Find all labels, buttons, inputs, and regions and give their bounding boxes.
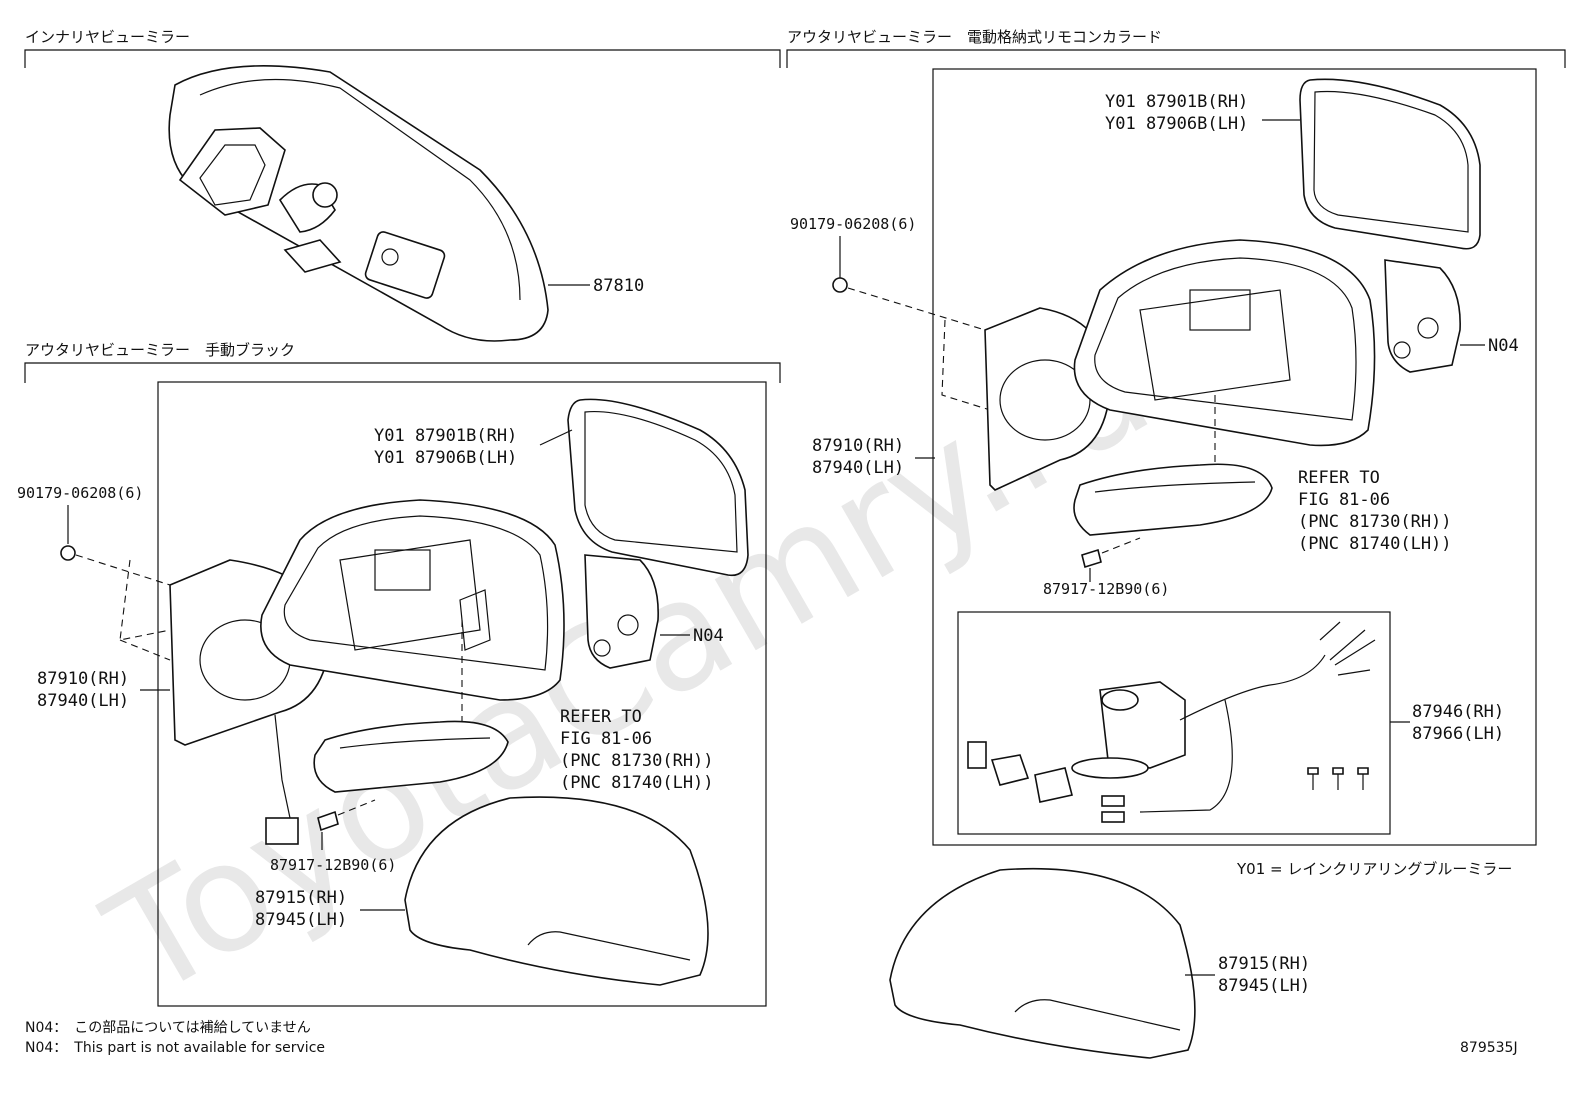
note-n04-jp: N04： この部品については補給していません: [25, 1020, 311, 1036]
manual-mirror-title: アウタリヤビューミラー 手動ブラック: [25, 341, 295, 359]
inner-mirror-bracket-line: [24, 49, 781, 68]
motor-lh-power: 87966(LH): [1412, 724, 1504, 744]
mirror-glass-power: [1299, 78, 1481, 250]
rearview-mirror-drawing: [168, 65, 549, 342]
harness-wire-manual: [274, 714, 291, 819]
refer-line-3-power: (PNC 81730(RH)): [1298, 512, 1452, 532]
motor-rh-power: 87946(RH): [1412, 702, 1504, 722]
refer-line-2-power: FIG 81-06: [1298, 490, 1390, 510]
part-number-87810: 87810: [593, 276, 644, 296]
body-lh-manual: 87940(LH): [37, 691, 129, 711]
retractor-motor-drawing: [967, 621, 1376, 823]
inner-mirror-title: インナリヤビューミラー: [25, 28, 190, 46]
manual-mirror-section: アウタリヤビューミラー 手動ブラック Y01 87901B(RH) Y01 87…: [17, 341, 781, 1007]
mirror-rh-manual: Y01 87901B(RH): [374, 426, 517, 446]
mirror-lh-manual: Y01 87906B(LH): [374, 448, 517, 468]
bracket-label-power: N04: [1488, 336, 1519, 356]
connector-manual: [265, 817, 299, 845]
manual-mirror-frame: [157, 381, 767, 1007]
y01-legend: Y01 = レインクリアリングブルーミラー: [1236, 860, 1512, 878]
inner-mirror-section: インナリヤビューミラー 87810: [24, 28, 781, 342]
figure-code: 879535J: [1460, 1040, 1518, 1056]
mirror-housing-manual: [260, 499, 565, 701]
mirror-cover-power: [889, 867, 1196, 1059]
screw-power: [832, 277, 848, 293]
bracket-label-manual: N04: [693, 626, 724, 646]
turn-signal-power: [1073, 463, 1273, 536]
refer-line-4-power: (PNC 81740(LH)): [1298, 534, 1452, 554]
refer-line-1-manual: REFER TO: [560, 707, 642, 727]
cover-rh-manual: 87915(RH): [255, 888, 347, 908]
power-mirror-section: アウタリヤビューミラー 電動格納式リモコンカラード Y01 87901B(RH)…: [786, 28, 1566, 1059]
refer-line-2-manual: FIG 81-06: [560, 729, 652, 749]
mirror-cover-manual: [404, 796, 709, 986]
cover-rh-power: 87915(RH): [1218, 954, 1310, 974]
mirror-rh-power: Y01 87901B(RH): [1105, 92, 1248, 112]
refer-line-3-manual: (PNC 81730(RH)): [560, 751, 714, 771]
manual-mirror-bracket-line: [24, 362, 781, 383]
body-rh-manual: 87910(RH): [37, 669, 129, 689]
screw-label-manual: 90179-06208(6): [17, 484, 143, 502]
note-n04-en: N04： This part is not available for serv…: [25, 1040, 325, 1056]
mirror-housing-power: [1073, 239, 1376, 447]
screw-label-power: 90179-06208(6): [790, 215, 916, 233]
power-mirror-title: アウタリヤビューミラー 電動格納式リモコンカラード: [787, 28, 1162, 46]
bolt-label-manual: 87917-12B90(6): [270, 856, 396, 874]
cover-lh-power: 87945(LH): [1218, 976, 1310, 996]
power-mirror-bracket-line: [786, 49, 1566, 68]
mirror-glass-manual: [567, 398, 749, 577]
cover-lh-manual: 87945(LH): [255, 910, 347, 930]
mirror-lh-power: Y01 87906B(LH): [1105, 114, 1248, 134]
screw-manual: [60, 545, 76, 561]
body-rh-power: 87910(RH): [812, 436, 904, 456]
bolt-manual: [317, 810, 339, 832]
refer-line-4-manual: (PNC 81740(LH)): [560, 773, 714, 793]
bolt-power: [1081, 548, 1102, 569]
motor-subframe: [957, 611, 1391, 835]
body-lh-power: 87940(LH): [812, 458, 904, 478]
bolt-label-power: 87917-12B90(6): [1043, 580, 1169, 598]
bracket-n04-manual: [584, 554, 659, 669]
power-mirror-frame: [932, 68, 1537, 846]
refer-line-1-power: REFER TO: [1298, 468, 1380, 488]
bracket-n04-power: [1384, 259, 1461, 373]
